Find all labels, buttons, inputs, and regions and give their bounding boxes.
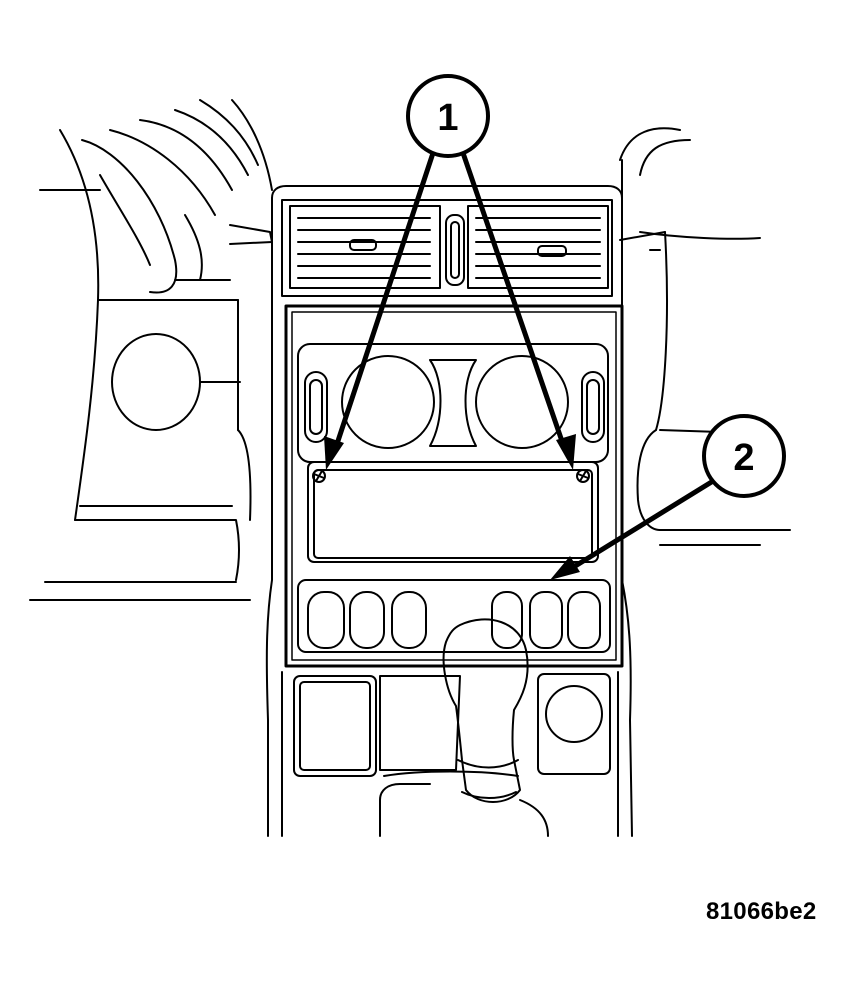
radio-opening: [307, 461, 599, 563]
left-round-vent: [111, 333, 241, 431]
callout-bubble-1: 1: [406, 74, 490, 158]
center-vent-knob: [445, 214, 465, 286]
callout-bubble-2: 2: [702, 414, 786, 498]
bezel-screws: [312, 469, 590, 483]
callout-2-arrowhead: [550, 556, 580, 580]
instrument-cluster: [39, 99, 273, 521]
left-lower-dash: [29, 429, 252, 601]
figure-id-label: 81066be2: [706, 898, 817, 925]
callout-1-arrowheads: [324, 434, 576, 470]
center-bezel-panel: [284, 304, 624, 668]
center-stack-bezel: [265, 185, 633, 837]
left-upper-vent: [289, 205, 441, 289]
callout-number-2: 2: [733, 437, 754, 479]
hvac-controls: [297, 579, 611, 653]
callout-number-1: 1: [437, 97, 458, 139]
gear-shifter: [442, 618, 529, 803]
lower-console: [281, 671, 619, 837]
callout-2-leader: [569, 475, 721, 571]
right-upper-vent: [467, 205, 609, 289]
callout-1-leaders: [332, 147, 568, 453]
right-dash: [619, 127, 791, 546]
